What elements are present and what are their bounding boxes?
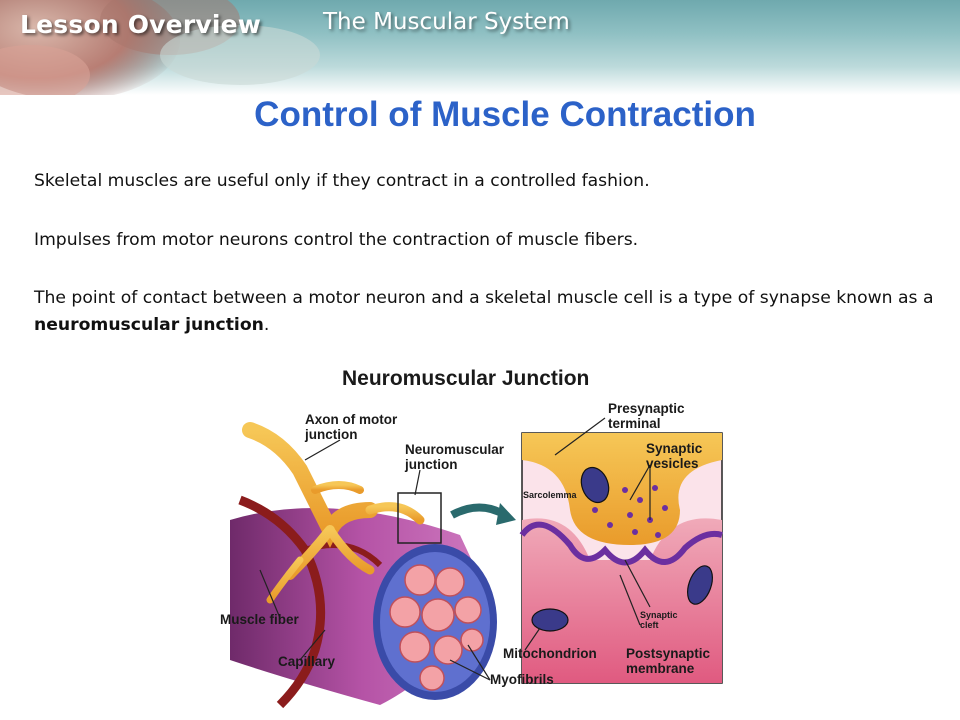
label-capillary: Capillary bbox=[278, 654, 336, 669]
label-mitochondrion: Mitochondrion bbox=[503, 646, 597, 661]
label-synaptic-vesicles: Synaptic vesicles bbox=[646, 441, 703, 471]
flower-decoration-icon bbox=[0, 0, 320, 95]
slide-title: Control of Muscle Contraction bbox=[254, 95, 756, 134]
header-band: Lesson Overview The Muscular System bbox=[0, 0, 960, 95]
neuromuscular-junction-illustration bbox=[230, 417, 723, 709]
label-neuromuscular-junction: Neuromuscular junction bbox=[405, 442, 505, 472]
paragraph-3-text: The point of contact between a motor neu… bbox=[34, 288, 934, 308]
paragraph-1: Skeletal muscles are useful only if they… bbox=[34, 171, 650, 191]
label-synaptic-cleft: Synaptic cleft bbox=[640, 610, 678, 630]
label-sarcolemma: Sarcolemma bbox=[523, 490, 577, 500]
label-postsynaptic-membrane: Postsynaptic membrane bbox=[626, 646, 711, 676]
paragraph-3: The point of contact between a motor neu… bbox=[34, 285, 949, 339]
label-myofibrils: Myofibrils bbox=[490, 672, 554, 687]
subject-title: The Muscular System bbox=[323, 9, 570, 35]
label-muscle-fiber: Muscle fiber bbox=[220, 612, 299, 627]
paragraph-2: Impulses from motor neurons control the … bbox=[34, 230, 639, 250]
paragraph-3-end: . bbox=[263, 315, 270, 335]
lesson-overview-label: Lesson Overview bbox=[20, 10, 262, 39]
neuromuscular-junction-term: neuromuscular junction bbox=[34, 315, 264, 335]
label-axon: Axon of motor junction bbox=[305, 412, 398, 442]
label-presynaptic-terminal: Presynaptic terminal bbox=[608, 401, 685, 431]
figure-title: Neuromuscular Junction bbox=[342, 367, 590, 390]
